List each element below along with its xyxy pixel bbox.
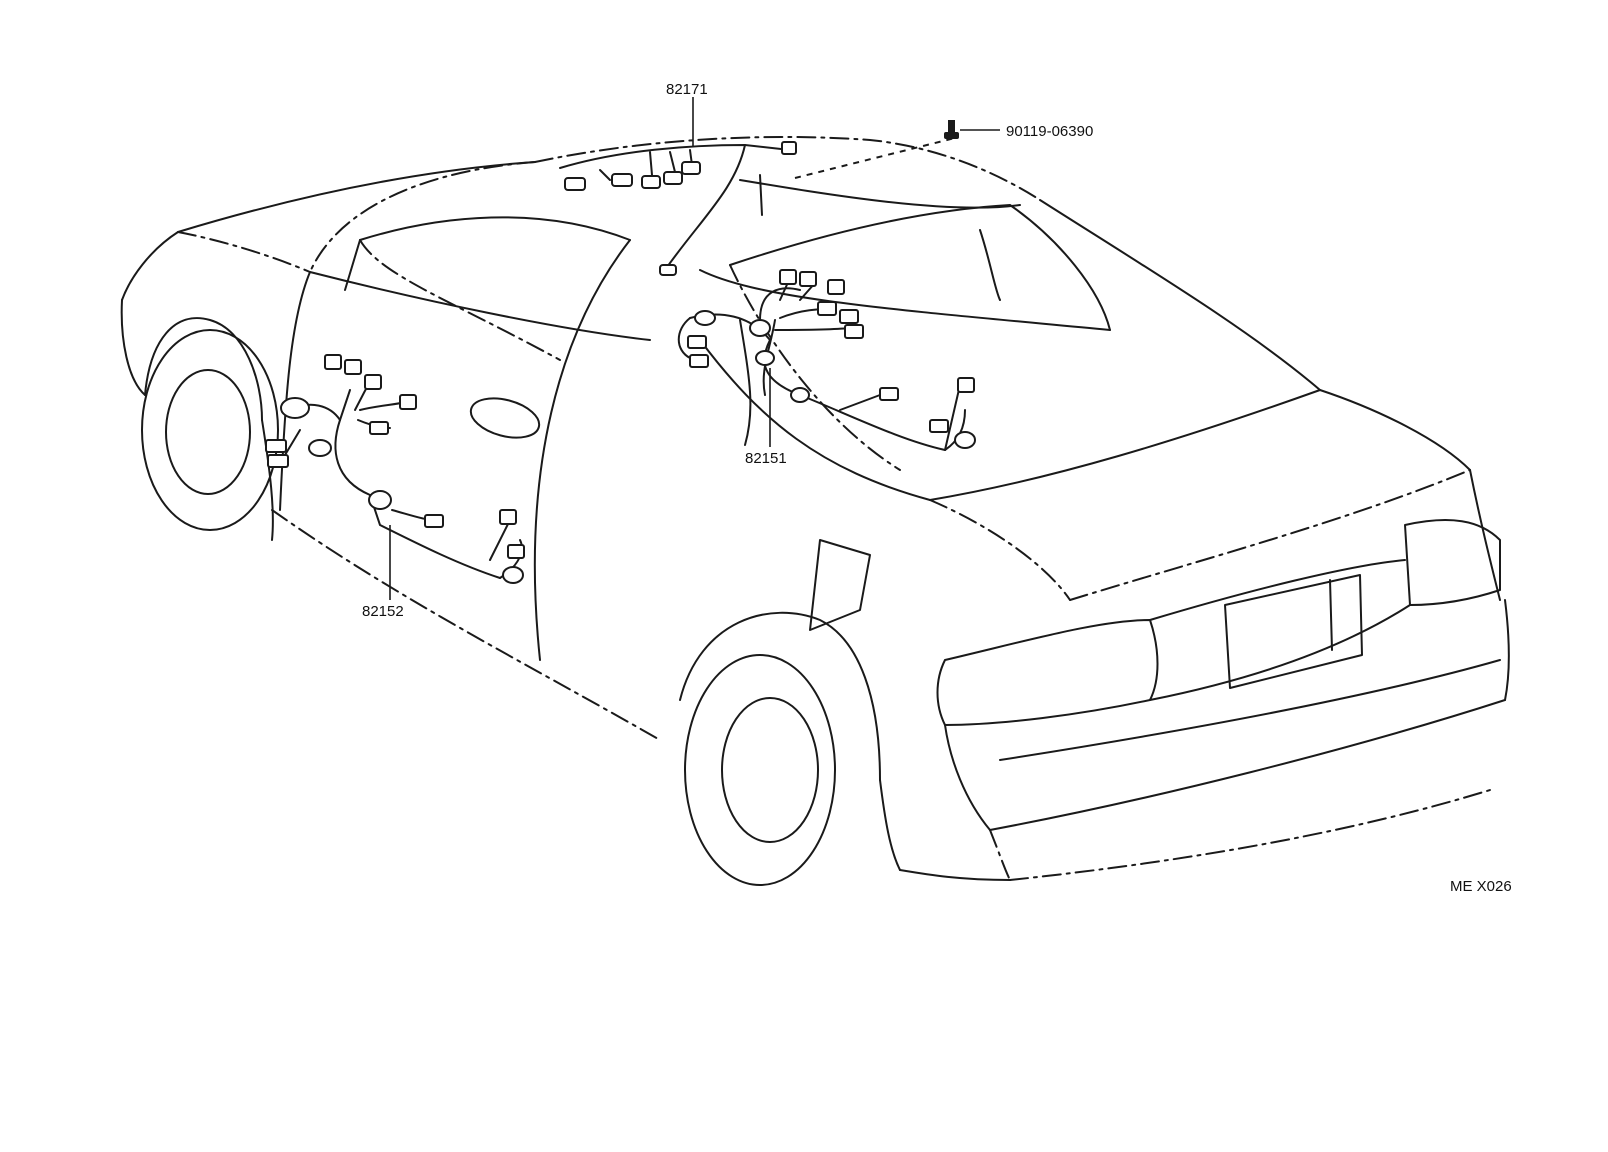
part-label-82152: 82152 <box>362 603 404 620</box>
roof-wire-harness[interactable] <box>559 137 956 276</box>
floor-wire-harness-left[interactable] <box>265 354 525 584</box>
part-label-90119-06390: 90119-06390 <box>1006 123 1093 140</box>
floor-wire-harness-right[interactable] <box>677 269 976 451</box>
part-label-82171: 82171 <box>666 81 708 98</box>
part-label-82151: 82151 <box>745 450 787 467</box>
illustration-code: ME X026 <box>1450 878 1512 895</box>
car-body-outline <box>120 135 1510 886</box>
leader-lines <box>389 97 1000 600</box>
bolt-icon[interactable] <box>944 120 959 139</box>
